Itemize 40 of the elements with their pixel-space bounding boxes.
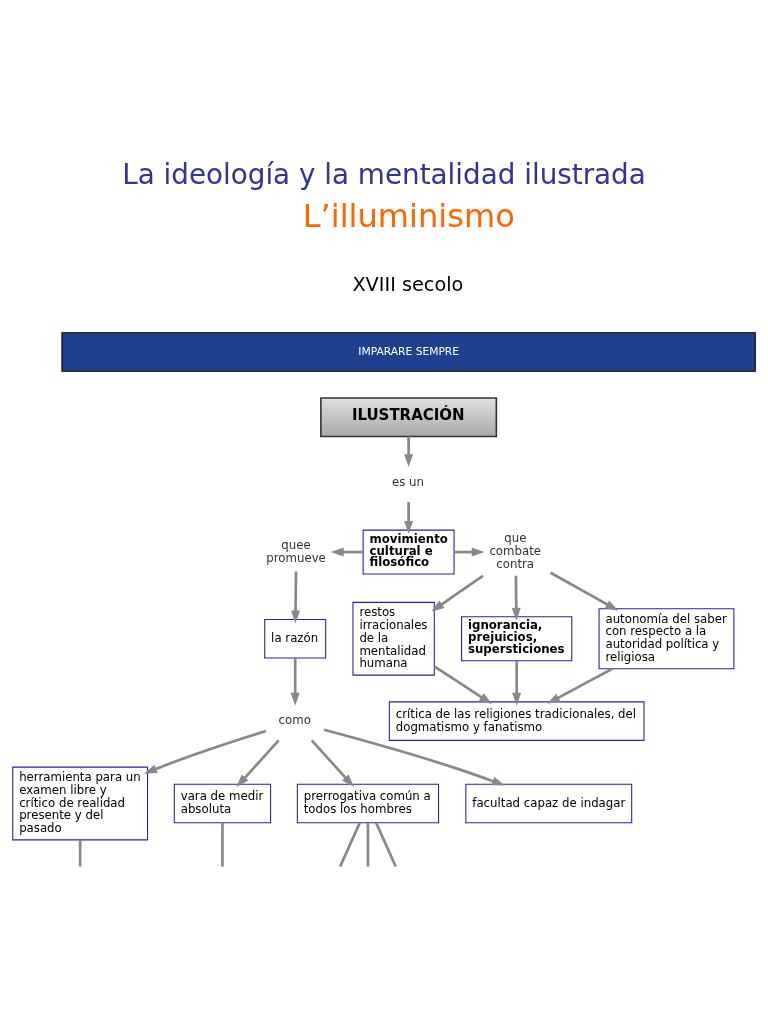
connector [374, 821, 397, 867]
label: XVIII secolo [352, 272, 464, 296]
arrow [431, 574, 484, 611]
node-box: crítica de las religiones tradicionales, del dogmatismo y fanatismo [388, 700, 645, 741]
arrow [549, 571, 619, 611]
connector [221, 822, 224, 867]
arrow [310, 739, 354, 787]
connector [78, 839, 82, 866]
arrow [511, 575, 521, 621]
node-box: autonomía del saber con respecto a la autoridad política y religiosa [598, 607, 735, 669]
arrow [236, 739, 280, 787]
node-text: quee promueve [266, 537, 326, 564]
node-box: vara de medir absoluta [173, 783, 272, 823]
arrow [323, 728, 505, 786]
label: IMPARARE SEMPRE [358, 344, 460, 358]
node-text: es un [392, 474, 425, 489]
connector [338, 821, 361, 867]
node-box: restos irracionales de la mentalidad humana [352, 601, 435, 676]
arrow [290, 657, 300, 706]
diagram-title: La ideología y la mentalidad ilustrada [122, 157, 646, 191]
node-box: ignorancia, prejuicios, supersticiones [461, 615, 573, 661]
node-text: que combate contra [489, 530, 541, 571]
node-text: como [278, 712, 311, 727]
arrow [404, 501, 414, 534]
node-box: herramienta para un examen libre y crítico de realidad presente y del pasado [12, 766, 149, 840]
connector [366, 822, 370, 867]
node-box: prerrogativa común a todos los hombres [296, 783, 440, 823]
arrow [547, 667, 613, 704]
label: L’illuminismo [302, 196, 515, 235]
arrow [291, 571, 301, 623]
arrow [330, 547, 364, 557]
arrow [433, 664, 493, 704]
node-box: la razón [264, 618, 327, 659]
arrow [512, 660, 522, 706]
arrow [454, 547, 485, 557]
node-box: movimiento cultural e filosófico [362, 529, 455, 575]
node-box: ILUSTRACIÓN [320, 396, 498, 437]
node-box: facultad capaz de indagar [465, 783, 633, 823]
arrow [404, 436, 414, 467]
arrow [144, 729, 267, 774]
